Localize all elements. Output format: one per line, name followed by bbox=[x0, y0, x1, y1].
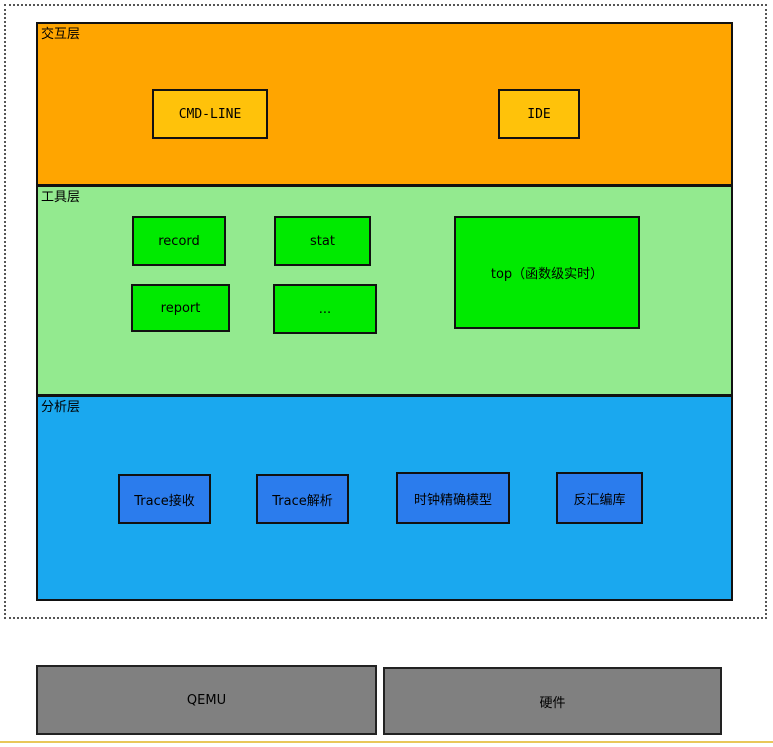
tools-layer-label: 工具层 bbox=[41, 190, 81, 205]
qemu-box: QEMU bbox=[36, 665, 377, 735]
cmd-line-box: CMD-LINE bbox=[152, 89, 268, 139]
interaction-layer: 交互层 CMD-LINE IDE bbox=[36, 22, 733, 186]
interaction-layer-label: 交互层 bbox=[41, 27, 81, 42]
clock-model-box: 时钟精确模型 bbox=[396, 472, 510, 524]
more-tools-box: ... bbox=[273, 284, 377, 334]
top-box: top（函数级实时） bbox=[454, 216, 640, 329]
trace-parse-box: Trace解析 bbox=[256, 474, 349, 524]
trace-receive-box: Trace接收 bbox=[118, 474, 211, 524]
bottom-divider bbox=[0, 741, 773, 743]
tools-layer: 工具层 record stat report ... top（函数级实时） bbox=[36, 185, 733, 396]
hardware-box: 硬件 bbox=[383, 667, 722, 735]
disassembler-box: 反汇编库 bbox=[556, 472, 643, 524]
stat-box: stat bbox=[274, 216, 371, 266]
analysis-layer: 分析层 Trace接收 Trace解析 时钟精确模型 反汇编库 bbox=[36, 395, 733, 601]
record-box: record bbox=[132, 216, 226, 266]
report-box: report bbox=[131, 284, 230, 332]
software-stack-frame bbox=[4, 4, 767, 619]
ide-box: IDE bbox=[498, 89, 580, 139]
analysis-layer-label: 分析层 bbox=[41, 400, 81, 415]
